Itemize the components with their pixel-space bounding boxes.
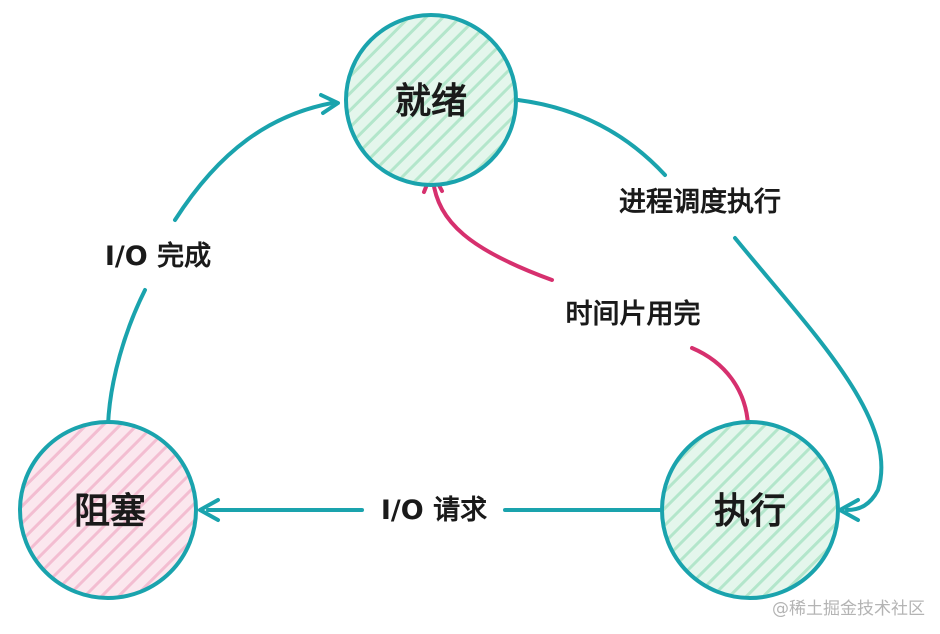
label-timeout: 时间片用完 <box>566 298 701 330</box>
state-blocked-circle <box>18 420 198 600</box>
label-io-complete: I/O 完成 <box>105 240 211 272</box>
state-running-label: 执行 <box>714 491 786 532</box>
state-blocked[interactable]: 阻塞 <box>18 420 198 600</box>
arrowhead-io-request <box>198 498 220 522</box>
edge-io-complete-2 <box>173 101 334 222</box>
edge-timeout-2 <box>431 178 554 282</box>
state-ready[interactable]: 就绪 <box>344 13 518 187</box>
watermark: @稀土掘金技术社区 <box>772 599 925 619</box>
state-ready-circle <box>344 13 518 187</box>
edge-schedule <box>516 98 667 177</box>
edge-io-complete <box>106 288 147 427</box>
edge-timeout <box>690 346 750 427</box>
state-ready-label: 就绪 <box>395 81 467 122</box>
state-blocked-label: 阻塞 <box>74 491 146 532</box>
state-running-circle <box>660 420 840 600</box>
label-schedule: 进程调度执行 <box>619 186 781 218</box>
state-running[interactable]: 执行 <box>660 420 840 600</box>
edge-schedule-2 <box>733 236 884 512</box>
arrowhead-io-complete <box>319 93 340 115</box>
label-io-request: I/O 请求 <box>381 495 487 526</box>
